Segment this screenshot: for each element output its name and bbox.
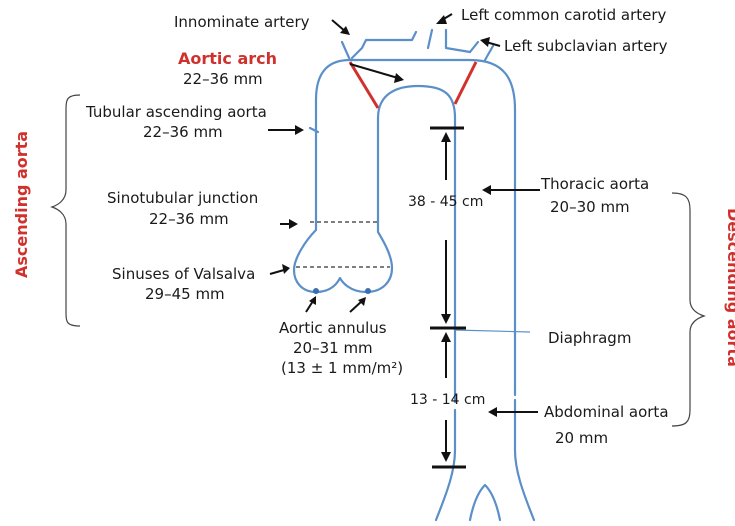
ascending-left-wall [294,118,392,292]
arch-end-marker [455,62,476,104]
diaphragm-label: Diaphragm [548,329,631,347]
descending-side-label: Descending aorta [724,208,735,367]
left-subclavian-label: Left subclavian artery [504,37,668,55]
stj-size: 22–36 mm [149,210,229,228]
length-lower-label: 13 - 14 cm [410,392,485,408]
annulus-title: Aortic annulus [279,319,387,337]
carotid-branch [428,30,470,52]
length-arrows [441,132,451,462]
thoracic-title: Thoracic aorta [540,175,649,193]
stj-title: Sinotubular junction [107,189,258,207]
annulus-index: (13 ± 1 mm/m²) [281,359,403,377]
sinuses-title: Sinuses of Valsalva [112,265,255,283]
ascending-side-label: Ascending aorta [12,131,31,278]
tubular-size: 22–36 mm [143,123,223,141]
aorta-vessel [294,30,534,520]
descending-brace [672,193,704,426]
thoracic-size: 20–30 mm [550,198,630,216]
iliac-fork [470,485,500,520]
annulus-size: 20–31 mm [293,339,373,357]
length-upper-label: 38 - 45 cm [408,194,483,210]
subclavian-branch [470,42,493,60]
aortic-arch-size: 22–36 mm [183,70,263,88]
annulus-dot-left [313,288,319,294]
diaphragm-line [455,330,530,332]
innominate-branch [342,32,416,60]
innominate-label: Innominate artery [174,13,310,31]
sinuses-size: 29–45 mm [145,285,225,303]
abdominal-title: Abdominal aorta [544,403,669,421]
aortic-arch-title: Aortic arch [178,49,277,68]
ascending-brace [52,95,80,326]
tubular-title: Tubular ascending aorta [85,103,267,121]
aorta-inner-arch [378,86,455,395]
annulus-dot-right [365,288,371,294]
left-carotid-label: Left common carotid artery [461,6,667,24]
abdominal-size: 20 mm [555,429,608,447]
